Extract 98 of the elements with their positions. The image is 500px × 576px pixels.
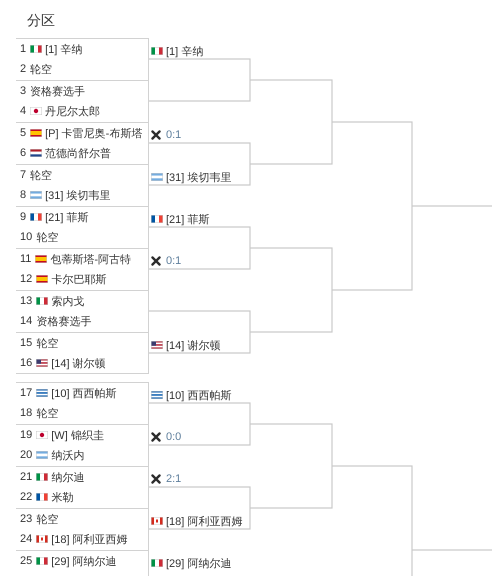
match-box [16, 122, 149, 164]
player-label: [29] 阿纳尔迪 [166, 556, 232, 570]
player-name: [14] 谢尔顿 [51, 356, 106, 370]
edge-label: [31] 埃切韦里 [166, 170, 232, 184]
match-box [16, 38, 149, 80]
bracket-line [412, 205, 492, 207]
player-name: [18] 阿利亚西姆 [51, 532, 128, 546]
player-name: 轮空 [36, 336, 58, 350]
player-name: 丹尼尔太郎 [45, 104, 100, 118]
edge-label: 2:1 [166, 473, 182, 485]
bracket-line [332, 206, 413, 291]
bracket-line [250, 423, 333, 466]
player-name: 轮空 [36, 406, 58, 420]
match-box [16, 164, 149, 206]
bracket-line [412, 549, 492, 551]
player-name: 米勒 [51, 490, 74, 504]
bracket-line [148, 424, 251, 446]
bracket-line [250, 247, 333, 290]
draw-number: 19 [20, 429, 32, 441]
draw-number: 3 [20, 85, 26, 97]
player-name: 轮空 [36, 512, 58, 526]
bracket-line [148, 248, 251, 270]
draw-number: 8 [20, 189, 26, 201]
bracket-line [332, 121, 413, 206]
player-name: 纳沃内 [51, 448, 84, 462]
bracket-line [148, 310, 251, 332]
draw-number: 18 [20, 407, 32, 419]
draw-number: 1 [20, 43, 26, 55]
draw-number: 22 [20, 491, 32, 503]
draw-number: 25 [20, 555, 32, 567]
draw-number: 23 [20, 513, 32, 525]
edge-label: [10] 西西帕斯 [166, 388, 232, 402]
draw-number: 9 [20, 211, 26, 223]
player-name: 卡尔巴耶斯 [51, 272, 106, 286]
bracket-line [148, 164, 251, 186]
draw-number: 5 [20, 127, 26, 139]
player-name: 索内戈 [51, 294, 84, 308]
draw-number: 10 [20, 231, 32, 243]
match-box [16, 382, 149, 424]
draw-number: 13 [20, 295, 32, 307]
draw-number: 2 [20, 63, 26, 75]
player-name: [1] 辛纳 [45, 42, 82, 56]
bracket-line [148, 486, 251, 508]
bracket-line [148, 402, 251, 424]
bracket-line [250, 122, 333, 165]
player-name: 轮空 [36, 230, 58, 244]
bracket-line [148, 142, 251, 164]
edge-label: 0:0 [166, 431, 182, 443]
draw-number: 17 [20, 387, 32, 399]
draw-number: 7 [20, 169, 26, 181]
player-name: 资格赛选手 [36, 314, 92, 328]
player-name: 轮空 [30, 62, 52, 76]
bracket-line [332, 465, 413, 550]
draw-number: 14 [20, 315, 32, 327]
bracket-line [148, 508, 251, 530]
draw-number: 24 [20, 533, 32, 545]
bracket-line [148, 226, 251, 248]
edge-label: [21] 菲斯 [166, 212, 210, 226]
bracket-line [250, 466, 333, 509]
section-title: 分区 [27, 12, 55, 30]
match-box [16, 332, 149, 374]
match-box [16, 248, 149, 290]
draw-number: 6 [20, 147, 26, 159]
edge-label: [14] 谢尔顿 [166, 338, 220, 352]
draw-number: 12 [20, 273, 32, 285]
player-name: 轮空 [30, 168, 52, 182]
edge-label: [18] 阿利亚西姆 [166, 514, 242, 528]
match-box [16, 206, 149, 248]
match-box [16, 290, 149, 332]
match-box [16, 508, 149, 550]
player-name: [21] 菲斯 [45, 210, 89, 224]
draw-number: 11 [20, 253, 32, 265]
player-name: 资格赛选手 [30, 84, 86, 98]
player-name: [P] 卡雷尼奥-布斯塔 [45, 126, 142, 140]
draw-number: 20 [20, 449, 32, 461]
match-box [16, 550, 149, 576]
player-name: 范德尚舒尔普 [45, 146, 112, 160]
player-name: 纳尔迪 [51, 470, 84, 484]
edge-label: 0:1 [166, 255, 182, 267]
draw-number: 15 [20, 337, 32, 349]
draw-number: 16 [20, 357, 32, 369]
edge-label: [1] 辛纳 [166, 44, 204, 58]
player-name: [29] 阿纳尔迪 [51, 554, 117, 568]
player-name: [31] 埃切韦里 [45, 188, 111, 202]
bracket-line [148, 80, 251, 102]
player-name: [10] 西西帕斯 [51, 386, 117, 400]
draw-number: 4 [20, 105, 26, 117]
bracket-line [250, 79, 333, 122]
player-name: [W] 锦织圭 [51, 428, 104, 442]
match-box [16, 80, 149, 122]
player-name: 包蒂斯塔-阿古特 [50, 252, 132, 266]
match-box [16, 466, 149, 508]
bracket-line [148, 332, 251, 354]
bracket-line [250, 290, 333, 333]
edge-label: 0:1 [166, 129, 182, 141]
draw-number: 21 [20, 471, 32, 483]
bracket-line [148, 58, 251, 80]
match-box [16, 424, 149, 466]
